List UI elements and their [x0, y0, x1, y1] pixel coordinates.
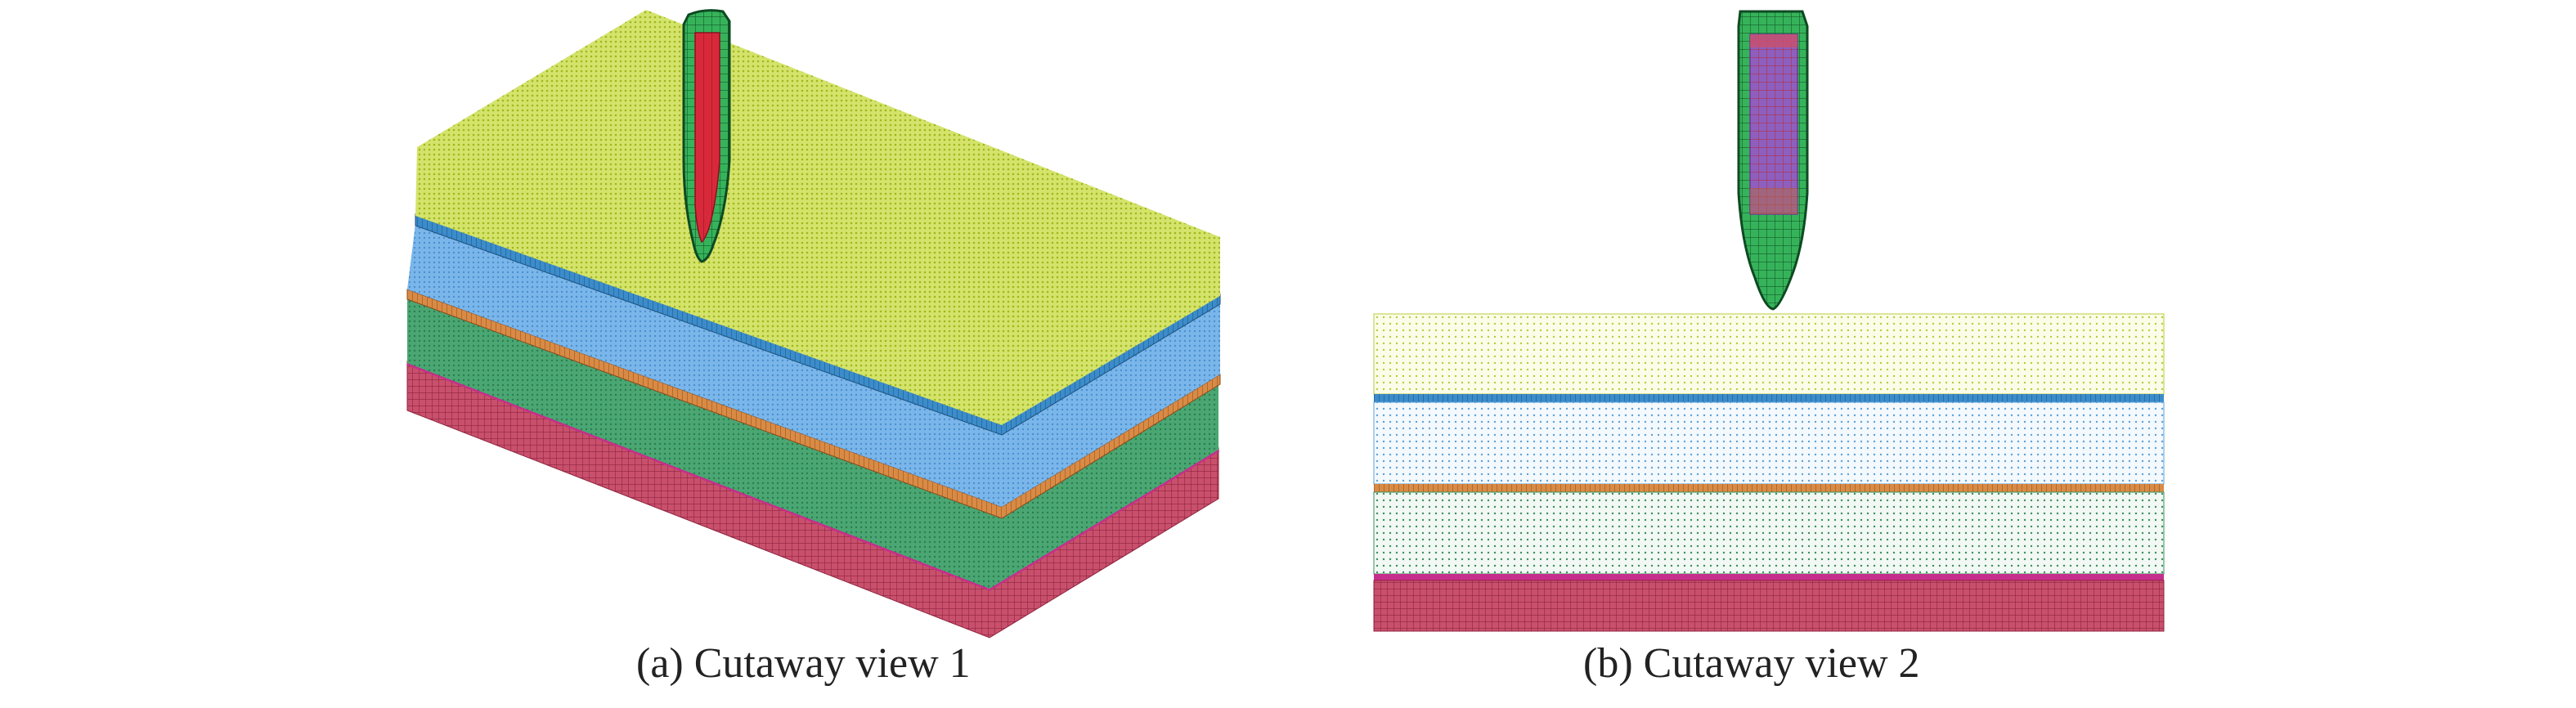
cutaway-view-2: [1373, 10, 2165, 632]
top-layer: [415, 10, 1220, 425]
blue-interface-section: [1374, 394, 2164, 402]
top-layer-section: [1373, 313, 2165, 395]
caption-cutaway-view-2: (b) Cutaway view 2: [1583, 640, 1920, 687]
orange-interface-section: [1374, 484, 2164, 492]
base-layer-section: [1373, 580, 2165, 632]
caption-cutaway-view-1: (a) Cutaway view 1: [636, 640, 971, 687]
blue-layer-section: [1373, 401, 2165, 485]
projectile-b: [1737, 10, 1809, 311]
magenta-interface-section: [1374, 574, 2164, 580]
cutaway-view-1: [406, 9, 1221, 639]
green-layer-section: [1373, 491, 2165, 575]
green-layer: [407, 298, 1218, 589]
projectile-a: [682, 9, 731, 263]
